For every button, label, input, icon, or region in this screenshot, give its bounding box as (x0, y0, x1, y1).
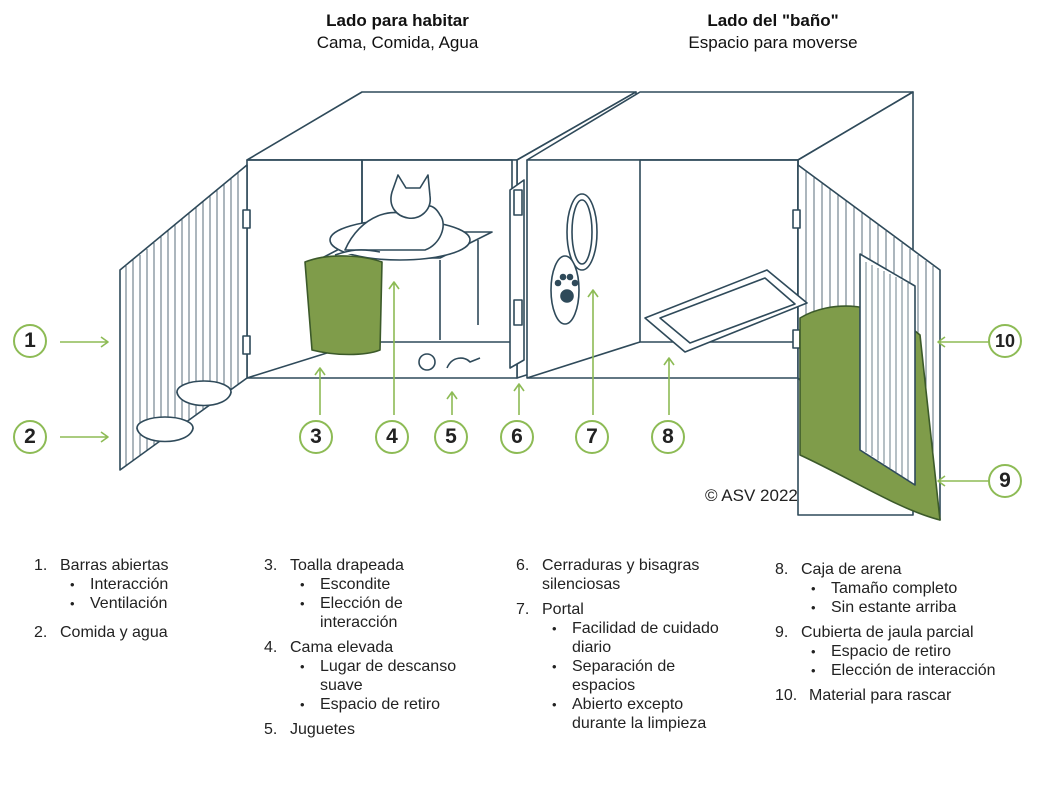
callout-3: 3 (299, 420, 333, 454)
legend-label: Caja de arena (801, 561, 902, 578)
legend-label: Cama elevada (290, 639, 394, 656)
legend-column-3: 6. Cerraduras y bisagras silenciosas 7. … (516, 556, 756, 739)
legend-item-1: 1. Barras abiertas Interacción Ventilaci… (34, 556, 239, 613)
callout-10: 10 (988, 324, 1022, 358)
legend-item-6: 6. Cerraduras y bisagras silenciosas (516, 556, 752, 594)
callout-8: 8 (651, 420, 685, 454)
legend-label: Material para rascar (809, 687, 952, 704)
legend-number: 4. (264, 639, 278, 656)
legend-label: Juguetes (290, 721, 355, 738)
legend-item-9: 9. Cubierta de jaula parcial Espacio de … (775, 623, 1060, 680)
legend-item-10: 10. Material para rascar (775, 686, 1060, 705)
legend-number: 10. (775, 687, 798, 704)
legend-number: 8. (775, 561, 789, 578)
legend-item-4: 4. Cama elevada Lugar de descanso suave … (264, 638, 504, 714)
legend-number: 5. (264, 721, 278, 738)
legend-label: Comida y agua (60, 624, 168, 641)
legend-bullets: Facilidad de cuidado diario Separación d… (542, 619, 732, 733)
legend-item-2: 2. Comida y agua (34, 623, 239, 642)
draped-towel (304, 255, 383, 356)
legend-label: Barras abiertas (60, 557, 169, 574)
portal (550, 193, 598, 325)
callout-6: 6 (500, 420, 534, 454)
legend-bullet: Facilidad de cuidado diario (552, 619, 732, 657)
legend-column-4: 8. Caja de arena Tamaño completo Sin est… (775, 560, 1060, 711)
food-and-water-bowls (136, 380, 232, 443)
living-side-subtitle: Cama, Comida, Agua (316, 33, 479, 52)
legend-bullet: Espacio de retiro (300, 695, 470, 714)
legend-bullet: Interacción (70, 575, 239, 594)
legend-label: Toalla drapeada (290, 557, 404, 574)
legend-number: 9. (775, 624, 789, 641)
callout-2: 2 (13, 420, 47, 454)
living-side-header: Lado para habitar Cama, Comida, Agua (305, 10, 490, 54)
legend-bullets: Lugar de descanso suave Espacio de retir… (290, 657, 470, 714)
legend-bullet: Elección de interacción (811, 661, 1060, 680)
legend-number: 7. (516, 601, 530, 618)
locks-and-hinges (509, 179, 525, 369)
legend-column-2: 3. Toalla drapeada Escondite Elección de… (264, 556, 504, 745)
legend-label: Cubierta de jaula parcial (801, 624, 974, 641)
legend-item-3: 3. Toalla drapeada Escondite Elección de… (264, 556, 504, 632)
legend-bullet: Elección de interacción (300, 594, 450, 632)
legend-column-1: 1. Barras abiertas Interacción Ventilaci… (34, 556, 239, 648)
legend-bullets: Escondite Elección de interacción (290, 575, 450, 632)
bathroom-side-header: Lado del "baño" Espacio para moverse (658, 10, 888, 54)
legend-label: Portal (542, 601, 584, 618)
litter-box (644, 269, 808, 353)
legend-bullets: Interacción Ventilación (60, 575, 239, 613)
legend-number: 1. (34, 557, 48, 574)
callout-1: 1 (13, 324, 47, 358)
bathroom-side-subtitle: Espacio para moverse (688, 33, 858, 52)
legend-bullet: Tamaño completo (811, 579, 1060, 598)
legend-bullet: Espacio de retiro (811, 642, 1060, 661)
callout-9: 9 (988, 464, 1022, 498)
legend-number: 6. (516, 557, 530, 574)
legend-item-5: 5. Juguetes (264, 720, 504, 739)
legend-bullet: Escondite (300, 575, 450, 594)
cage-illustration (60, 91, 990, 521)
legend-bullet: Sin estante arriba (811, 598, 1060, 617)
legend-bullet: Abierto excepto durante la limpieza (552, 695, 732, 733)
legend-number: 3. (264, 557, 278, 574)
legend-item-8: 8. Caja de arena Tamaño completo Sin est… (775, 560, 1060, 617)
living-side-title: Lado para habitar (326, 11, 469, 30)
callout-5: 5 (434, 420, 468, 454)
legend-bullets: Tamaño completo Sin estante arriba (801, 579, 1060, 617)
legend-bullets: Espacio de retiro Elección de interacció… (801, 642, 1060, 680)
callout-arrows (60, 281, 990, 487)
legend-bullet: Separación de espacios (552, 657, 732, 695)
cat (334, 174, 444, 256)
toys (418, 353, 481, 371)
callout-4: 4 (375, 420, 409, 454)
legend-number: 2. (34, 624, 48, 641)
legend-bullet: Ventilación (70, 594, 239, 613)
callout-7: 7 (575, 420, 609, 454)
scratching-post (859, 253, 916, 486)
copyright: © ASV 2022 (705, 486, 798, 505)
legend-bullet: Lugar de descanso suave (300, 657, 470, 695)
legend-item-7: 7. Portal Facilidad de cuidado diario Se… (516, 600, 756, 733)
legend-label: Cerraduras y bisagras silenciosas (542, 557, 700, 593)
bathroom-side-title: Lado del "baño" (707, 11, 839, 30)
